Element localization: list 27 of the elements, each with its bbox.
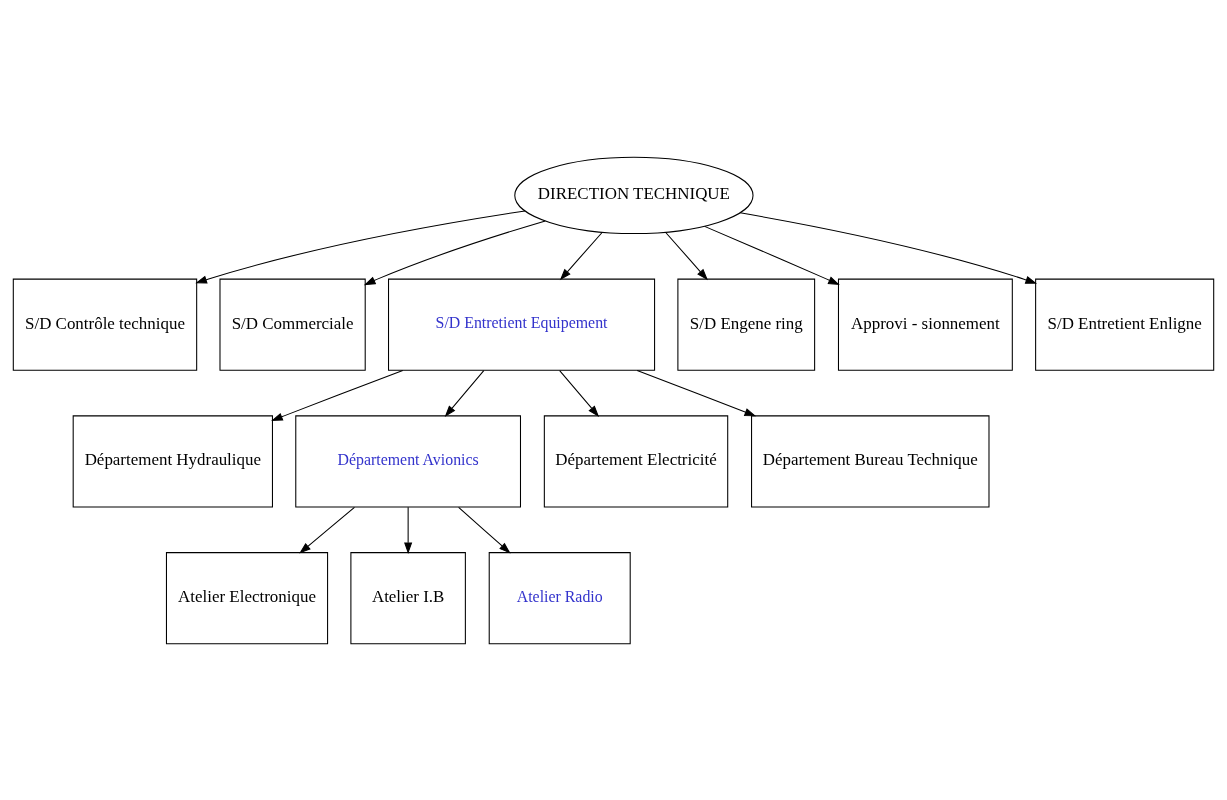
arrow — [363, 219, 546, 285]
node-ellipse: DIRECTION TECHNIQUE — [514, 156, 754, 234]
node-box: Atelier Electronique — [165, 551, 329, 644]
arrow — [271, 369, 404, 421]
node-box: Département Electricité — [543, 414, 729, 508]
node-box: Département Bureau Technique — [751, 414, 990, 508]
arrow — [195, 209, 526, 283]
arrow — [458, 506, 511, 554]
node-box: Département Avionics — [295, 414, 521, 508]
node-box: Département Hydraulique — [72, 414, 273, 508]
arrow — [299, 506, 355, 554]
node-box: Approvi - sionnement — [837, 278, 1013, 371]
arrow — [559, 369, 600, 417]
node-box: S/D Commerciale — [219, 278, 366, 371]
node-box: Atelier I.B — [350, 551, 466, 644]
arrow — [664, 231, 708, 280]
node-box: S/D Entretient Enligne — [1035, 278, 1215, 371]
arrow — [404, 506, 413, 554]
node-box: Atelier Radio — [488, 551, 631, 644]
node-box: S/D Contrôle technique — [12, 278, 198, 371]
arrow — [559, 231, 603, 280]
arrow — [704, 225, 840, 285]
node-box: S/D Engene ring — [677, 278, 816, 371]
node-box: S/D Entretient Equipement — [388, 278, 656, 371]
arrow — [444, 369, 485, 417]
arrow — [636, 369, 757, 416]
arrow — [739, 211, 1038, 284]
